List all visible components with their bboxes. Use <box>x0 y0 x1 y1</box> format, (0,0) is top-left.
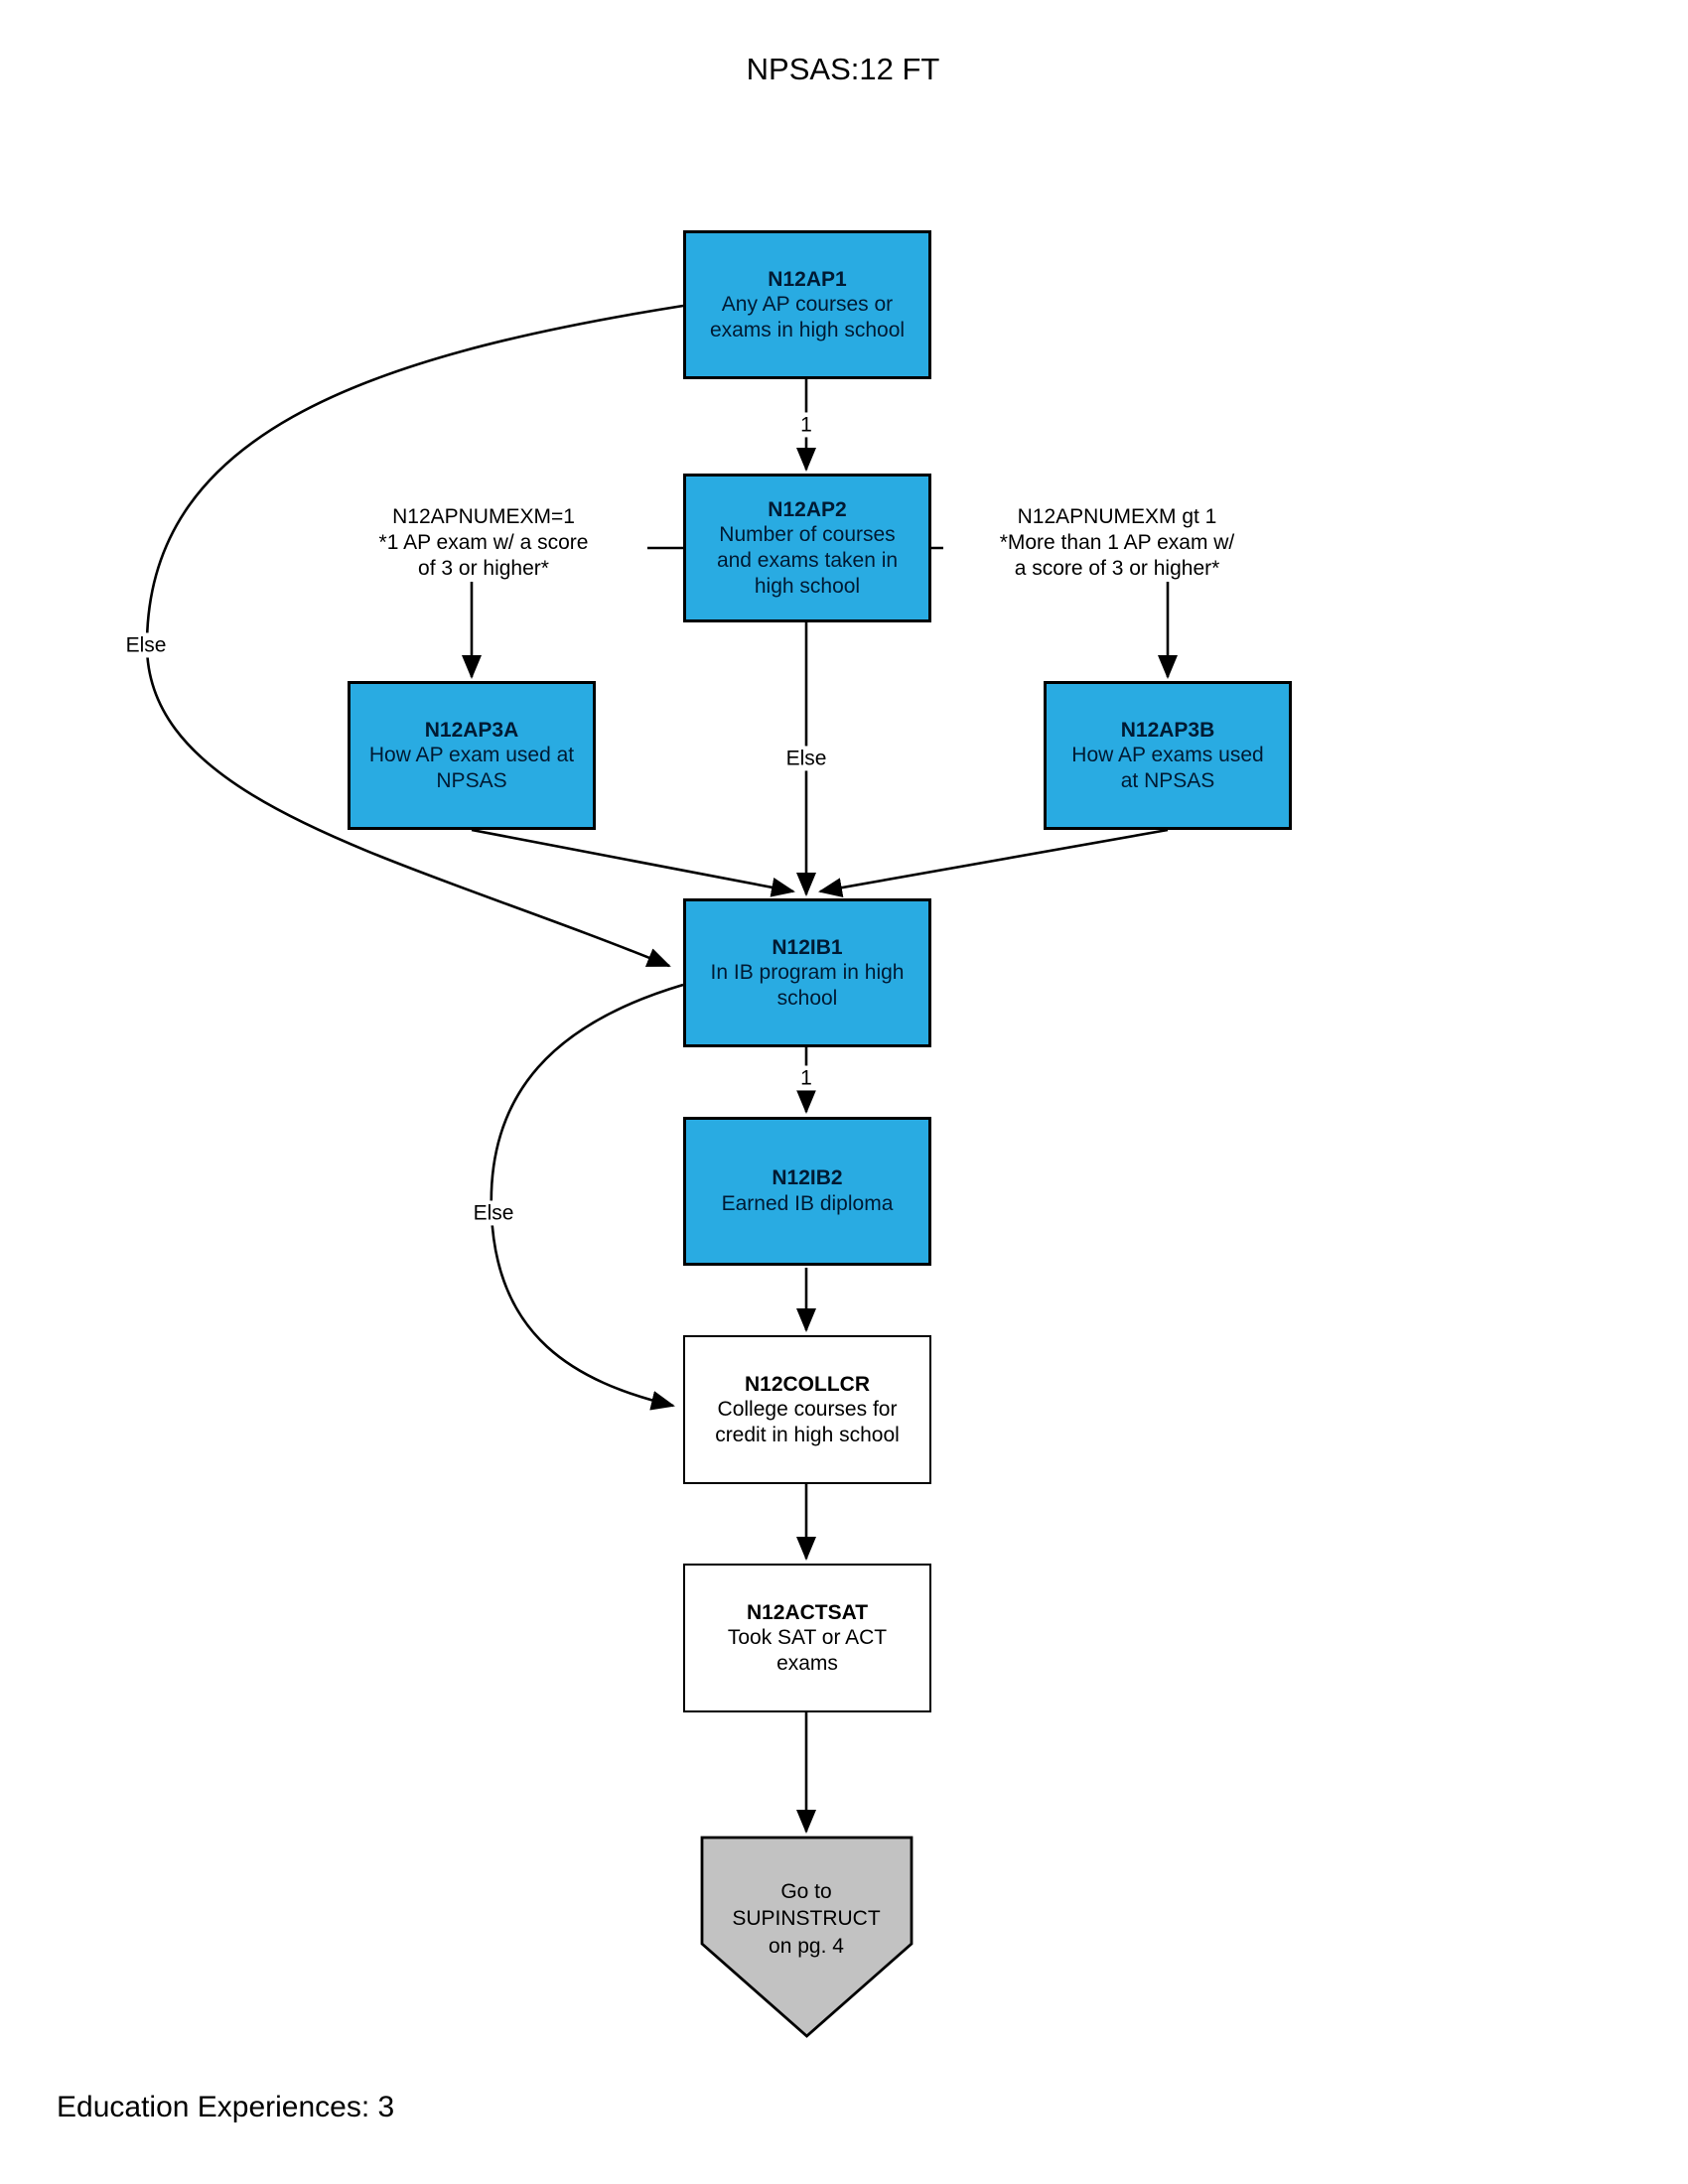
node-description: Earned IB diploma <box>721 1192 894 1215</box>
node-code: N12AP3A <box>424 718 519 742</box>
node-code: N12IB1 <box>772 935 843 959</box>
node-code: N12AP2 <box>768 497 847 521</box>
node-description: In IB program in high school <box>710 961 905 1010</box>
page-title: NPSAS:12 FT <box>746 52 940 86</box>
edge-ap1-else-to-ib1 <box>145 304 684 968</box>
node-n12ap2: N12AP2 Number of courses and exams taken… <box>683 474 931 622</box>
edge-label-ib1-else: Else <box>469 1200 518 1226</box>
node-code: N12AP3B <box>1120 718 1215 742</box>
node-n12ib1: N12IB1 In IB program in high school <box>683 898 931 1047</box>
terminal-label: Go to SUPINSTRUCT on pg. 4 <box>732 1880 881 1958</box>
node-n12ap3a: N12AP3A How AP exam used at NPSAS <box>348 681 596 830</box>
edge-label-ap1-to-ap2: 1 <box>796 412 816 438</box>
node-code: N12COLLCR <box>744 1372 870 1396</box>
node-n12ib2: N12IB2 Earned IB diploma <box>683 1117 931 1266</box>
page-footer: Education Experiences: 3 <box>57 2091 395 2123</box>
condition-left-label: N12APNUMEXM=1 *1 AP exam w/ a score of 3… <box>320 504 647 583</box>
terminal-shape <box>700 1836 914 2038</box>
edge-label-ib1-to-ib2: 1 <box>796 1065 816 1091</box>
edge-ib1-else-to-collcr <box>490 983 684 1411</box>
edge-label-ap1-else: Else <box>121 632 171 658</box>
node-description: Number of courses and exams taken in hig… <box>716 523 899 598</box>
node-description: Took SAT or ACT exams <box>727 1626 888 1675</box>
node-description: College courses for credit in high schoo… <box>715 1398 900 1446</box>
node-description: How AP exams used at NPSAS <box>1071 744 1264 792</box>
node-n12collcr: N12COLLCR College courses for credit in … <box>683 1335 931 1484</box>
edge-ap3a-to-ib1 <box>471 828 795 897</box>
node-code: N12AP1 <box>768 267 847 291</box>
node-n12ap3b: N12AP3B How AP exams used at NPSAS <box>1044 681 1292 830</box>
edge-label-ap2-else: Else <box>781 746 831 771</box>
node-n12actsat: N12ACTSAT Took SAT or ACT exams <box>683 1564 931 1712</box>
node-code: N12ACTSAT <box>746 1600 869 1624</box>
condition-right-label: N12APNUMEXM gt 1 *More than 1 AP exam w/… <box>943 504 1291 583</box>
node-n12ap1: N12AP1 Any AP courses or exams in high s… <box>683 230 931 379</box>
node-description: Any AP courses or exams in high school <box>709 293 906 341</box>
node-code: N12IB2 <box>772 1166 843 1190</box>
node-description: How AP exam used at NPSAS <box>368 744 575 792</box>
edge-ap3b-to-ib1 <box>818 828 1169 898</box>
